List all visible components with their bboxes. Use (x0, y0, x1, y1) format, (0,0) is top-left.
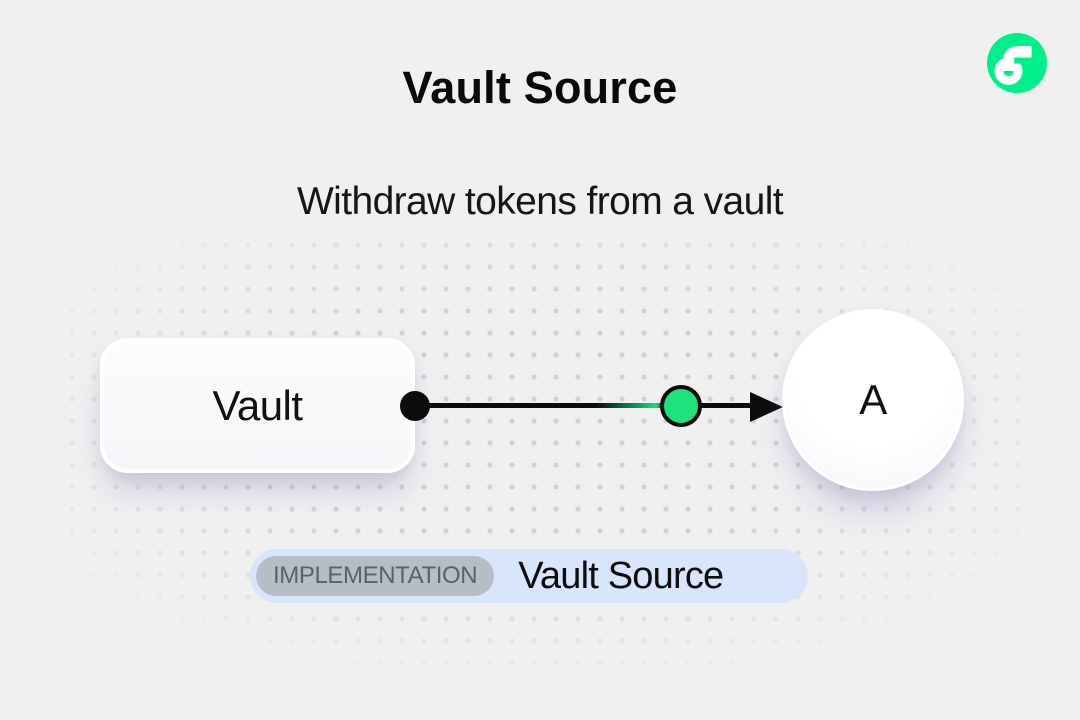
node-a: A (782, 309, 964, 491)
edge-line (413, 403, 765, 408)
edge-arrowhead-icon (750, 392, 783, 422)
page-title: Vault Source (402, 62, 678, 113)
implementation-badge: IMPLEMENTATION (256, 556, 495, 596)
node-vault: Vault (100, 338, 415, 473)
caption-pill: IMPLEMENTATION Vault Source (250, 549, 808, 603)
flow-logo-icon (987, 33, 1047, 93)
node-vault-label: Vault (212, 381, 303, 429)
token-dot (660, 385, 702, 427)
page-subtitle: Withdraw tokens from a vault (296, 180, 784, 223)
node-a-label: A (859, 376, 887, 423)
edge-start-dot (400, 391, 430, 421)
caption-label: Vault Source (518, 554, 724, 597)
